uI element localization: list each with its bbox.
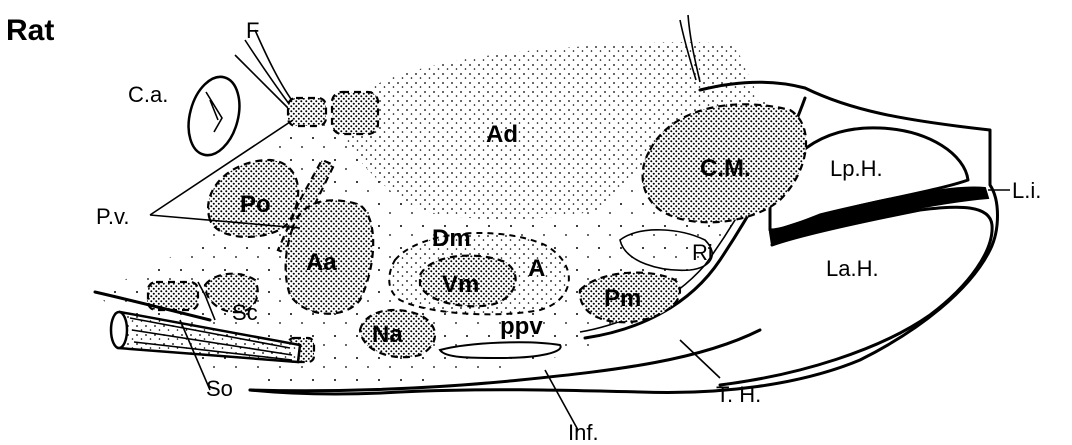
nucleus-pv-mid <box>332 92 378 134</box>
fornix-fibers <box>235 30 296 110</box>
nucleus-pv-upper <box>288 98 326 126</box>
optic-tract-end <box>111 312 127 348</box>
label-pm: Pm <box>604 285 641 312</box>
label-vm: Vm <box>442 271 479 298</box>
label-dm: Dm <box>432 225 471 252</box>
label-lah: La.H. <box>826 256 879 281</box>
anterior-lobe <box>720 207 992 385</box>
leader-th <box>680 340 720 378</box>
label-ad: Ad <box>486 121 518 148</box>
label-f: F <box>246 18 259 43</box>
label-a: A <box>528 255 545 282</box>
label-ri: Ri <box>692 240 713 265</box>
label-th: T. H. <box>716 382 761 407</box>
label-po: Po <box>240 191 271 218</box>
label-aa: Aa <box>306 249 337 276</box>
label-cm: C.M. <box>700 155 751 182</box>
label-na: Na <box>372 321 403 348</box>
label-li: L.i. <box>1012 178 1041 203</box>
label-ppv: ppv <box>500 313 543 340</box>
label-pv: P.v. <box>96 204 129 229</box>
label-inf: Inf. <box>568 420 599 445</box>
label-ca: C.a. <box>128 82 168 107</box>
label-so: So <box>206 376 233 401</box>
anterior-commissure <box>180 71 247 161</box>
label-sc: Sc <box>232 300 258 325</box>
label-lph: Lp.H. <box>830 156 883 181</box>
figure-title: Rat <box>6 14 54 47</box>
